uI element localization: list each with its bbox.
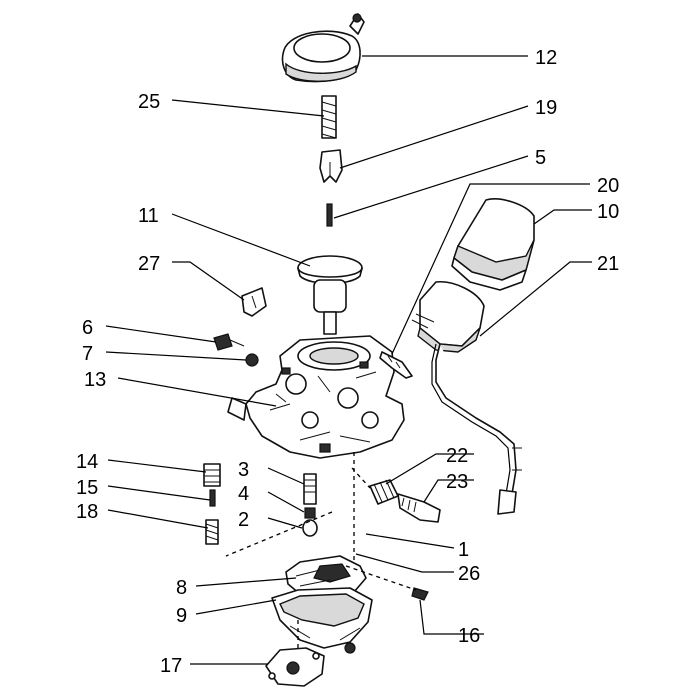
callout-4: 4 [238,483,249,505]
part-13-carburettor-body [227,335,405,459]
part-7-nut [245,353,259,367]
callout-22: 22 [446,445,468,467]
part-9-float-bowl [271,587,373,654]
callout-6: 6 [82,317,93,339]
part-19-retainer [319,149,343,183]
leader-22 [385,453,474,485]
callout-labels: 12 25 19 5 20 10 11 21 27 6 7 13 22 3 14… [76,47,619,677]
leader-25 [171,99,325,117]
callout-9: 9 [176,605,187,627]
leader-lines [105,55,592,665]
callout-2: 2 [238,509,249,531]
part-2-washer [302,519,318,537]
part-3-main-jet [303,473,317,505]
callout-11: 11 [138,205,159,227]
leader-21 [479,261,592,337]
callout-14: 14 [76,451,98,473]
part-15-needle [209,489,216,507]
part-20-jet [379,351,413,379]
callout-13: 13 [84,369,106,391]
leader-2 [267,517,303,529]
callout-27: 27 [138,253,160,275]
leader-14 [107,459,207,473]
callout-26: 26 [458,563,480,585]
callout-21: 21 [597,253,619,275]
leader-4 [267,491,305,513]
leader-20 [391,183,590,355]
callout-8: 8 [176,577,187,599]
leader-13 [117,377,277,407]
leader-18 [107,509,209,529]
leader-7 [105,351,247,361]
part-22-spring [369,479,399,505]
callout-16: 16 [458,625,480,647]
part-18-spring [205,519,219,545]
part-23-screw [397,493,441,523]
leader-15 [107,485,211,501]
callout-12: 12 [535,47,557,69]
callout-18: 18 [76,501,98,523]
leader-9 [195,599,277,615]
assembly-lines [225,452,417,648]
part-25-spring [321,95,337,139]
part-6-screw [213,333,245,351]
leader-6 [105,325,217,343]
part-21-starter-cable [411,281,522,515]
callout-25: 25 [138,91,160,113]
callout-1: 1 [458,539,469,561]
leader-27 [172,261,245,301]
leader-23 [423,479,474,503]
part-12-top-cover [281,13,365,83]
part-16-screw [411,587,429,601]
callout-3: 3 [238,459,249,481]
callout-20: 20 [597,175,619,197]
callout-19: 19 [535,97,557,119]
callout-15: 15 [76,477,98,499]
part-10-cap [451,198,535,291]
part-27-clip [241,287,267,317]
callout-7: 7 [82,343,93,365]
leader-5 [333,155,529,219]
callout-5: 5 [535,147,546,169]
callout-17: 17 [160,655,182,677]
leader-1 [365,533,455,549]
part-14-screw-head [203,463,221,487]
leader-3 [267,467,305,485]
part-17-cover-plate [265,647,325,687]
callout-10: 10 [597,201,619,223]
leader-10 [533,209,592,225]
part-4-jet-holder [304,507,316,519]
callout-23: 23 [446,471,468,493]
leader-26 [355,553,454,573]
leader-11 [171,213,311,267]
leader-19 [339,105,529,169]
part-11-slide [297,255,363,335]
leader-16 [419,599,484,635]
leader-8 [195,577,297,587]
part-5-needle [326,203,333,227]
